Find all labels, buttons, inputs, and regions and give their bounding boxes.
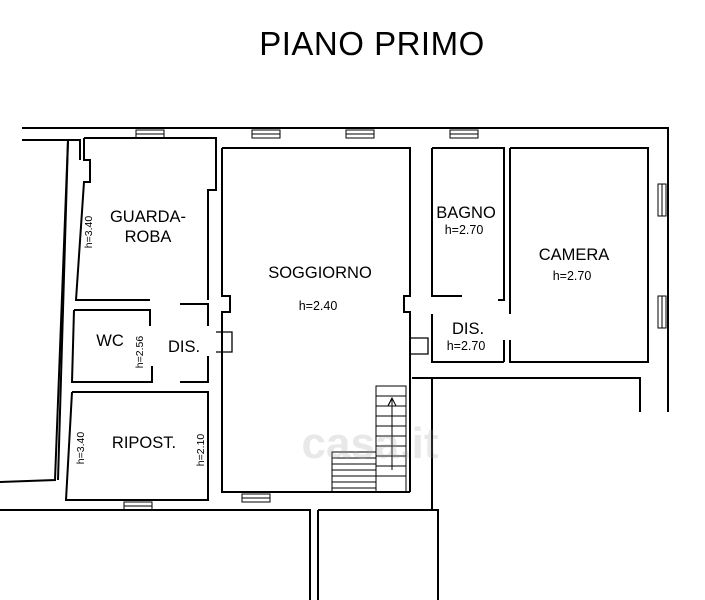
label-ripost: RIPOST. [112,434,176,452]
room-camera-walls [509,147,649,363]
label-soggiorno: SOGGIORNO [268,264,372,282]
outer-walls [0,127,669,600]
room-guardaroba-walls [74,137,217,301]
height-ripost-left: h=3.40 [75,432,87,465]
height-guardaroba: h=3.40 [83,216,95,249]
room-bagno-walls [431,147,505,301]
label-dis-right: DIS. [452,320,484,338]
height-bagno: h=2.70 [445,223,484,237]
room-ripostiglio-walls [64,391,209,501]
height-camera: h=2.70 [553,269,592,283]
staircase [331,385,407,493]
label-camera: CAMERA [539,246,610,264]
height-dis-right: h=2.70 [447,339,486,353]
label-wc: WC [96,332,124,350]
room-soggiorno-walls [221,147,429,493]
plan-title: PIANO PRIMO [259,25,485,62]
watermark-text: casa.it [302,419,439,468]
windows [123,129,667,511]
height-wc: h=2.56 [134,336,146,369]
height-soggiorno: h=2.40 [299,299,338,313]
room-dis-right-walls [431,314,505,363]
room-wc-walls [70,303,233,383]
label-guardaroba-2: ROBA [125,228,172,246]
height-ripost-right: h=2.10 [195,434,207,467]
label-bagno: BAGNO [436,204,496,222]
label-guardaroba-1: GUARDA- [110,208,186,226]
label-dis-left: DIS. [168,338,200,356]
